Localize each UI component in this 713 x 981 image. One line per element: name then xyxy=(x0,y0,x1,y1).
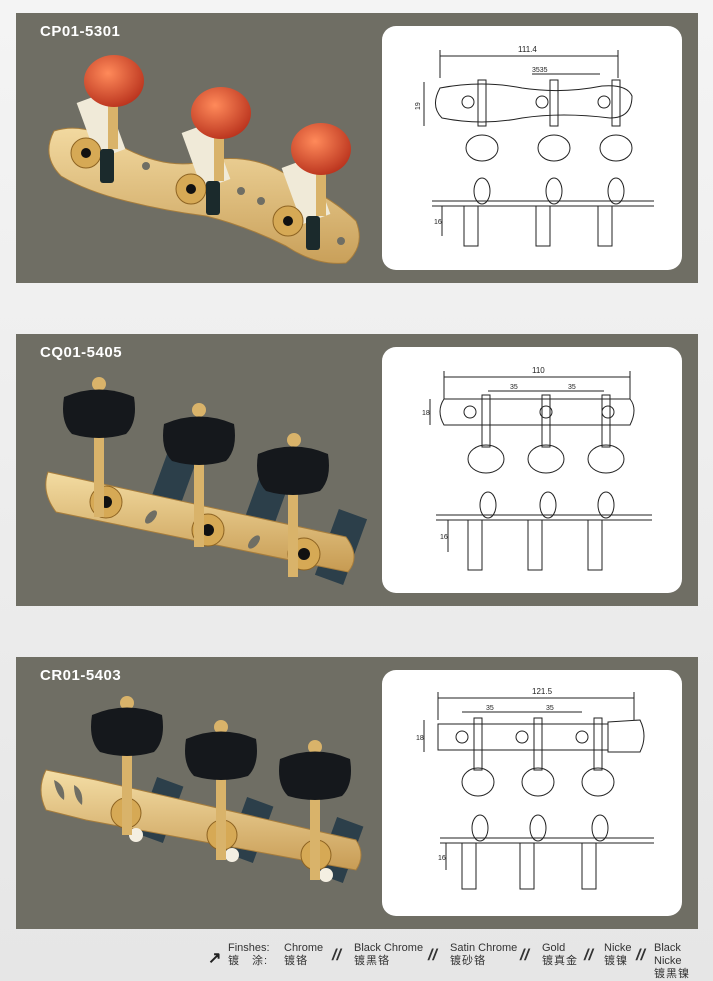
dim-post: 16 xyxy=(438,855,446,862)
finish-item: Satin Chrome 镀砂铬 xyxy=(450,942,518,967)
dim-spacing-b: 35 xyxy=(568,384,576,391)
technical-drawing-cr01: 121.5 35 35 18 16 xyxy=(382,670,682,916)
product-panel-cp01: CP01-5301 xyxy=(16,13,698,283)
finishes-label-en: Finshes: xyxy=(228,942,270,954)
dim-spacing-b: 35 xyxy=(546,705,554,712)
dim-spacing-a: 35 xyxy=(486,705,494,712)
dim-spacing: 3535 xyxy=(532,67,548,74)
separator: // xyxy=(428,947,437,964)
dim-height: 18 xyxy=(422,410,430,417)
finish-item: Gold 镀真金 xyxy=(542,942,578,967)
finishes-legend: ↗ Finshes: 镀 涂: Chrome 镀铬 // Black Chrom… xyxy=(208,942,708,980)
dim-post: 16 xyxy=(440,534,448,541)
separator: // xyxy=(636,947,645,964)
finishes-label-cn: 镀 涂: xyxy=(228,955,269,967)
tuner-photo-cr01 xyxy=(40,696,364,883)
dim-overall: 121.5 xyxy=(532,687,553,696)
separator: // xyxy=(520,947,529,964)
finish-item: Black Nicke 镀黑镍 xyxy=(654,942,690,980)
technical-drawing-cq01: 110 35 35 18 16 xyxy=(382,347,682,593)
finish-item: Chrome 镀铬 xyxy=(284,942,324,967)
product-panel-cr01: CR01-5403 121.5 35 35 xyxy=(16,657,698,929)
dim-overall: 111.4 xyxy=(518,45,537,54)
tuner-photo-cq01 xyxy=(45,377,368,586)
separator: // xyxy=(332,947,341,964)
separator: // xyxy=(584,947,593,964)
finishes-label: Finshes: 镀 涂: xyxy=(228,942,270,968)
arrow-icon: ↗ xyxy=(208,950,222,967)
tuner-photo-cp01 xyxy=(48,55,360,264)
finish-item: Nicke 镀镍 xyxy=(604,942,632,967)
technical-drawing-cp01: 111.4 3535 19 16 xyxy=(382,26,682,270)
dim-height: 19 xyxy=(415,102,422,110)
dim-post: 16 xyxy=(434,219,442,226)
dim-overall: 110 xyxy=(532,366,545,375)
finish-item: Black Chrome 镀黑铬 xyxy=(354,942,424,967)
model-code: CR01-5403 xyxy=(40,667,122,684)
dim-spacing-a: 35 xyxy=(510,384,518,391)
model-code: CQ01-5405 xyxy=(40,344,123,361)
model-code: CP01-5301 xyxy=(40,23,121,40)
dim-height: 18 xyxy=(416,735,424,742)
product-panel-cq01: CQ01-5405 110 35 35 xyxy=(16,334,698,606)
